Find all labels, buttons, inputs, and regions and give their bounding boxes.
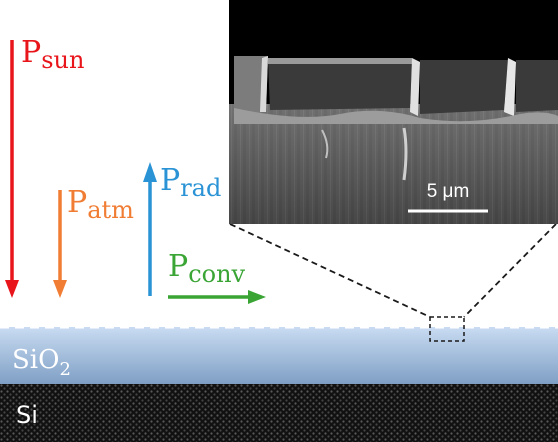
si-label: Si (16, 401, 38, 429)
zoom-region-box (429, 316, 465, 342)
sio2-label: SiO2 (12, 345, 71, 380)
p-sun-arrow (5, 40, 19, 298)
sio2-layer (0, 327, 558, 384)
scale-bar-label: 5 μm (427, 181, 470, 202)
p-conv-label: Pconv (168, 249, 246, 288)
p-atm-label: Patm (67, 185, 134, 224)
p-rad-label: Prad (160, 163, 221, 202)
p-rad-arrow (143, 162, 157, 296)
p-conv-arrow (168, 290, 266, 304)
p-sun-label: Psun (21, 35, 84, 74)
zoom-line-right (463, 223, 557, 318)
p-atm-arrow (53, 190, 67, 298)
sem-inset: 5 μm (229, 0, 558, 224)
si-layer (0, 384, 558, 442)
zoom-line-left (229, 223, 431, 318)
